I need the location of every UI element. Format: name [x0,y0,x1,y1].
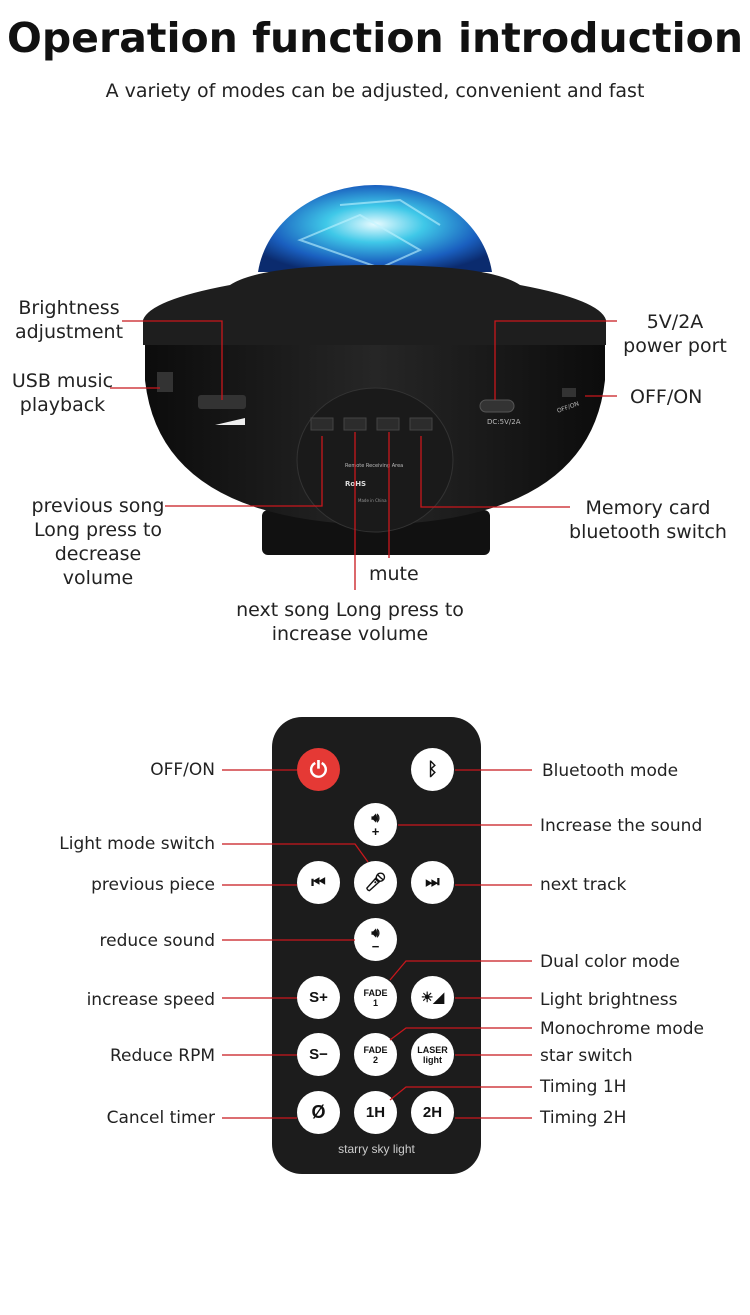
label-mute: mute [369,563,419,585]
label-off-on-switch: OFF/ON [630,386,703,408]
subtitle: A variety of modes can be adjusted, conv… [105,80,645,102]
timer-1h-button[interactable]: 1H [354,1091,397,1134]
speed-up-button[interactable]: S+ [297,976,340,1019]
remote-area-text: Remote Receiving Area [345,463,403,469]
label-timing-2h: Timing 2H [540,1108,627,1128]
label-brightness-adjustment: Brightness adjustment [14,297,124,343]
brightness-button[interactable]: ☀◢ [411,976,454,1019]
speed-down-button[interactable]: S− [297,1033,340,1076]
laser-label: LASER [417,1044,448,1055]
label-reduce-sound: reduce sound [99,931,215,951]
previous-button[interactable]: ⏮︎ [297,861,340,904]
label-light-mode-switch: Light mode switch [59,834,215,854]
label-timing-1h: Timing 1H [540,1077,627,1097]
timer-2h-button[interactable]: 2H [411,1091,454,1134]
microphone-icon: 🎤︎ [364,872,387,892]
light-mode-button[interactable]: 🎤︎ [354,861,397,904]
fade-label: FADE [363,987,388,998]
page-title: Operation function introduction [6,14,744,62]
label-next-song: next song Long press to increase volume [236,599,464,645]
speaker-minus-icon: 🔊︎− [371,924,380,954]
label-memory-card-bluetooth: Memory card bluetooth switch [569,497,727,543]
label-star-switch: star switch [540,1046,633,1066]
next-button[interactable]: ⏭︎ [411,861,454,904]
fade-number: 1 [372,997,378,1008]
volume-down-button[interactable]: 🔊︎− [354,918,397,961]
volume-up-button[interactable]: 🔊︎+ [354,803,397,846]
label-usb-music-playback: USB music playback [11,370,114,416]
fade-label: FADE [363,1044,388,1055]
rohs-text: RoHS [345,480,366,488]
label-previous-piece: previous piece [91,875,215,895]
brightness-icon: ☀◢ [420,989,445,1005]
made-in-text: Made in China [358,498,387,503]
label-reduce-rpm: Reduce RPM [109,1046,215,1066]
label-light-brightness: Light brightness [540,990,678,1010]
label-previous-song: previous song Long press to decrease vol… [31,495,165,589]
rim [143,265,606,345]
previous-icon: ⏮︎ [311,874,326,891]
dc-port-text: DC:5V/2A [487,418,521,426]
cancel-timer-icon: Ø [311,1102,326,1122]
label-monochrome-mode: Monochrome mode [540,1019,705,1039]
fade-number: 2 [372,1054,378,1065]
label-cancel-timer: Cancel timer [106,1108,215,1128]
next-icon: ⏭︎ [425,874,440,891]
laser-sublabel: light [423,1054,442,1065]
speaker-plus-icon: 🔊︎+ [371,809,380,839]
cancel-timer-button[interactable]: Ø [297,1091,340,1134]
label-bluetooth-mode: Bluetooth mode [542,761,679,781]
label-next-track: next track [540,875,627,895]
remote-brand-text: starry sky light [338,1142,415,1156]
label-dual-color-mode: Dual color mode [540,952,680,972]
power-icon: ⏻ [309,757,328,782]
label-off-on: OFF/ON [150,760,215,780]
dome [258,184,492,272]
bluetooth-button[interactable]: ᛒ [411,748,454,791]
label-power-port: 5V/2A power port [623,311,727,357]
power-button[interactable]: ⏻ [297,748,340,791]
base [262,510,490,555]
bluetooth-icon: ᛒ [427,759,438,779]
label-increase-sound: Increase the sound [540,816,703,836]
label-increase-speed: increase speed [86,990,215,1010]
